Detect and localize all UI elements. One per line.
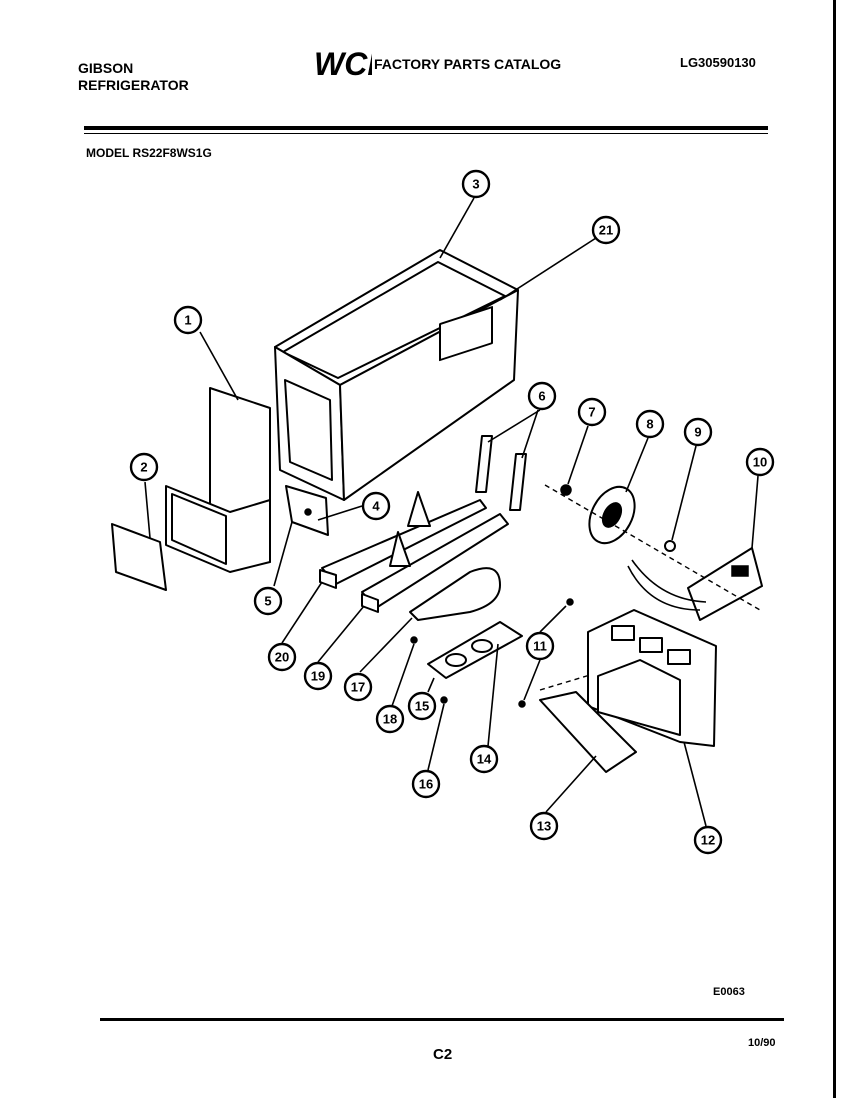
leader-lines	[144, 197, 759, 827]
model-label: MODEL RS22F8WS1G	[86, 146, 212, 160]
callout-3: 3	[461, 169, 491, 199]
callout-17: 17	[343, 672, 373, 702]
catalog-title: FACTORY PARTS CATALOG	[374, 56, 562, 72]
brand-block: GIBSON REFRIGERATOR	[78, 60, 189, 94]
catalog-number: LG30590130	[680, 55, 756, 70]
link-rod-part	[475, 435, 527, 511]
assembly-axis	[539, 674, 591, 691]
screw-part	[410, 636, 418, 644]
gasket-part	[539, 691, 637, 773]
wci-logo: WCI	[314, 46, 372, 80]
callout-15: 15	[407, 691, 437, 721]
svg-text:14: 14	[477, 752, 492, 767]
footer-rule	[100, 1018, 784, 1021]
callout-2: 2	[129, 452, 159, 482]
screw-part	[440, 696, 448, 704]
callout-1: 1	[173, 305, 203, 335]
callout-16: 16	[411, 769, 441, 799]
callout-12: 12	[693, 825, 723, 855]
auger-rail-part	[319, 491, 509, 613]
svg-text:17: 17	[351, 680, 365, 695]
callout-8: 8	[635, 409, 665, 439]
nut-part	[560, 484, 572, 496]
callout-18: 18	[375, 704, 405, 734]
svg-text:6: 6	[538, 389, 545, 404]
svg-text:11: 11	[533, 639, 547, 654]
callout-6: 6	[527, 381, 557, 411]
logo-text: WCI	[314, 46, 372, 80]
product-category: REFRIGERATOR	[78, 77, 189, 93]
page-number: C2	[433, 1046, 453, 1063]
callout-5: 5	[253, 586, 283, 616]
svg-text:16: 16	[419, 777, 433, 792]
callout-7: 7	[577, 397, 607, 427]
svg-text:21: 21	[599, 223, 613, 238]
svg-text:9: 9	[694, 425, 701, 440]
callout-13: 13	[529, 811, 559, 841]
bracket-part	[285, 485, 329, 536]
callout-19: 19	[303, 661, 333, 691]
front-panel-part	[165, 387, 271, 573]
wire-harness-part	[627, 547, 763, 621]
callout-11: 11	[525, 631, 555, 661]
svg-text:13: 13	[537, 819, 551, 834]
screw-part	[566, 598, 574, 606]
revision-date: 10/90	[748, 1037, 776, 1049]
pad-part	[111, 523, 167, 591]
callout-21: 21	[591, 215, 621, 245]
brand-name: GIBSON	[78, 60, 134, 76]
svg-text:4: 4	[372, 499, 380, 514]
gear-part	[588, 485, 636, 545]
svg-text:10: 10	[753, 455, 767, 470]
svg-text:2: 2	[140, 460, 147, 475]
callout-14: 14	[469, 744, 499, 774]
svg-text:5: 5	[264, 594, 271, 609]
svg-text:1: 1	[184, 313, 191, 328]
callout-10: 10	[745, 447, 775, 477]
screw-part	[518, 700, 526, 708]
washer-part	[664, 540, 676, 552]
header-rule-thin	[84, 133, 768, 134]
svg-text:15: 15	[415, 699, 429, 714]
assembly-axis	[544, 484, 761, 611]
mounting-plate-part	[427, 621, 523, 679]
motor-housing-part	[587, 609, 717, 747]
svg-text:7: 7	[588, 405, 595, 420]
svg-text:20: 20	[275, 650, 289, 665]
ice-bucket-part	[274, 249, 519, 501]
page-frame-border	[833, 0, 836, 1098]
svg-text:12: 12	[701, 833, 715, 848]
svg-text:3: 3	[472, 177, 479, 192]
svg-text:18: 18	[383, 712, 397, 727]
header-rule-thick	[84, 126, 768, 130]
callout-9: 9	[683, 417, 713, 447]
coil-cord-part	[409, 567, 501, 621]
callout-4: 4	[361, 491, 391, 521]
callout-20: 20	[267, 642, 297, 672]
svg-text:8: 8	[646, 417, 653, 432]
svg-text:19: 19	[311, 669, 325, 684]
drawing-id: E0063	[713, 986, 745, 998]
